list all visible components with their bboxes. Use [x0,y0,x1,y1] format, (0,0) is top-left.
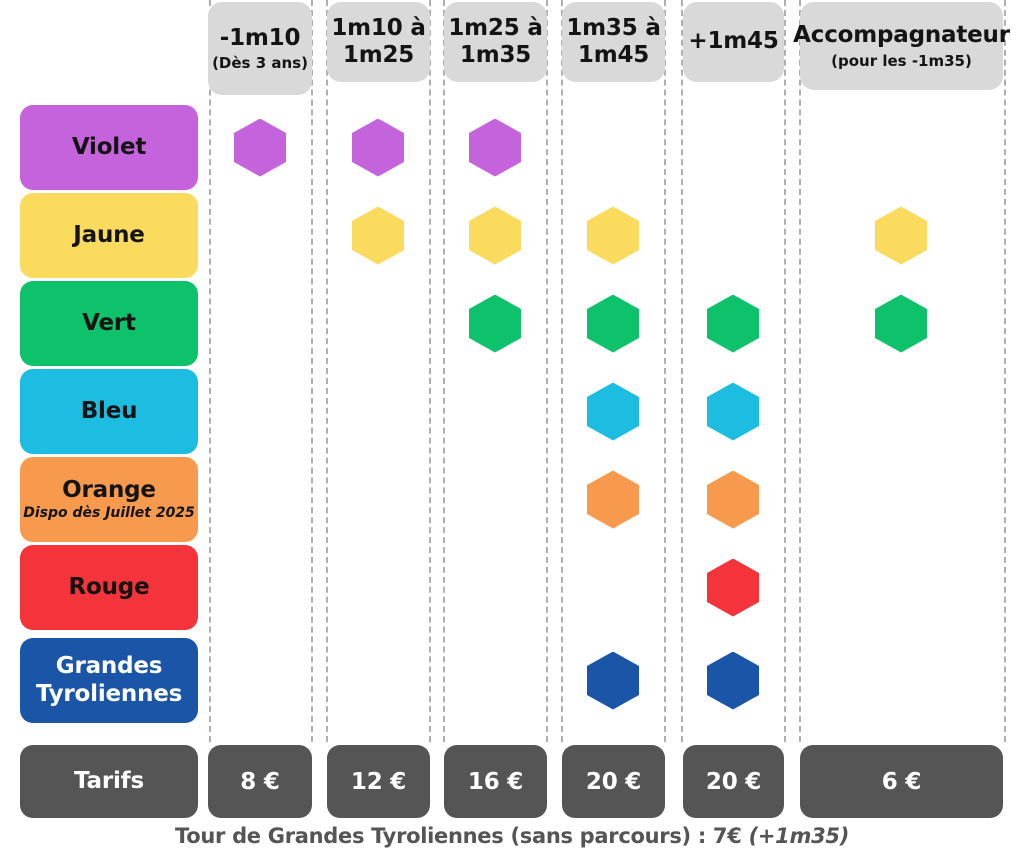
price-col-1m25-1m35: 16 € [444,745,547,818]
column-divider-6 [561,0,563,742]
header-title-line2: 1m25 [342,42,415,68]
header-title: 1m25 à [448,14,543,41]
category-row-bleu: Bleu [20,369,198,454]
category-label: Orange [62,477,156,504]
column-divider-9 [784,0,786,742]
category-row-vert: Vert [20,281,198,366]
availability-hexagon [707,382,759,441]
price-col-accompagnateur: 6 € [800,745,1003,818]
header-title: 1m35 à [566,14,661,41]
availability-hexagon [707,651,759,710]
footnote-italic: (+1m35) [748,824,850,848]
availability-hexagon [587,651,639,710]
column-divider-8 [681,0,683,742]
column-divider-4 [443,0,445,742]
footnote-main: Tour de Grandes Tyroliennes (sans parcou… [174,824,749,848]
availability-hexagon [875,206,927,265]
header-title: Accompagnateur [793,22,1010,49]
header-title-line2: 1m45 [577,42,650,68]
header-col-minus-1m10: -1m10 (Dès 3 ans) [208,2,312,95]
availability-hexagon [469,118,521,177]
availability-hexagon [707,558,759,617]
availability-hexagon [875,294,927,353]
footnote: Tour de Grandes Tyroliennes (sans parcou… [0,824,1024,848]
header-col-plus-1m45: +1m45 [683,2,784,82]
category-label: Rouge [68,573,150,600]
availability-hexagon [587,206,639,265]
availability-hexagon [587,470,639,529]
price-col-plus-1m45: 20 € [683,745,784,818]
column-divider-5 [546,0,548,742]
header-subtitle: (Dès 3 ans) [212,54,308,73]
header-col-accompagnateur: Accompagnateur (pour les -1m35) [793,2,1010,90]
availability-hexagon [707,470,759,529]
price-col-1m35-1m45: 20 € [562,745,665,818]
column-divider-3 [429,0,431,742]
category-row-violet: Violet [20,105,198,190]
column-divider-2 [326,0,328,742]
category-label: Jaune [73,221,145,248]
header-title: 1m10 à [331,14,426,41]
availability-hexagon [587,382,639,441]
availability-hexagon [707,294,759,353]
category-note: Dispo dès Juillet 2025 [23,505,195,522]
header-subtitle: (pour les -1m35) [831,51,972,70]
availability-hexagon [352,206,404,265]
column-divider-11 [1004,0,1006,742]
availability-hexagon [352,118,404,177]
availability-hexagon [469,294,521,353]
column-divider-1 [311,0,313,742]
header-title: -1m10 [219,24,301,51]
header-title-line2: 1m35 [459,42,532,68]
tarifs-label-pill: Tarifs [20,745,198,818]
column-divider-7 [664,0,666,742]
price-col-minus-1m10: 8 € [208,745,312,818]
category-label: Grandes [55,653,163,680]
column-divider-10 [799,0,801,742]
category-label: Vert [82,309,136,336]
column-divider-0 [209,0,211,742]
availability-hexagon [587,294,639,353]
category-label: Bleu [80,397,138,424]
category-row-rouge: Rouge [20,545,198,630]
category-label: Violet [71,133,147,160]
category-label-line2: Tyroliennes [35,680,183,707]
tarifs-label: Tarifs [74,767,144,794]
category-row-jaune: Jaune [20,193,198,278]
availability-hexagon [234,118,286,177]
price-col-1m10-1m25: 12 € [327,745,430,818]
header-title: +1m45 [688,28,779,55]
availability-hexagon [469,206,521,265]
